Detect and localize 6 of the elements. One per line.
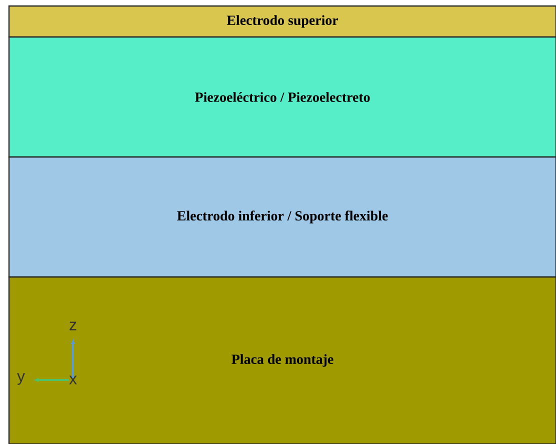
layer-band: Electrodo superior	[8, 5, 556, 38]
axis-label: z	[70, 322, 76, 330]
axis-label: y	[17, 373, 25, 385]
layer-band: Piezoeléctrico / Piezoelectreto	[8, 36, 556, 158]
axis-label: x	[69, 376, 77, 384]
layer-band: Electrodo inferior / Soporte flexible	[8, 156, 556, 278]
